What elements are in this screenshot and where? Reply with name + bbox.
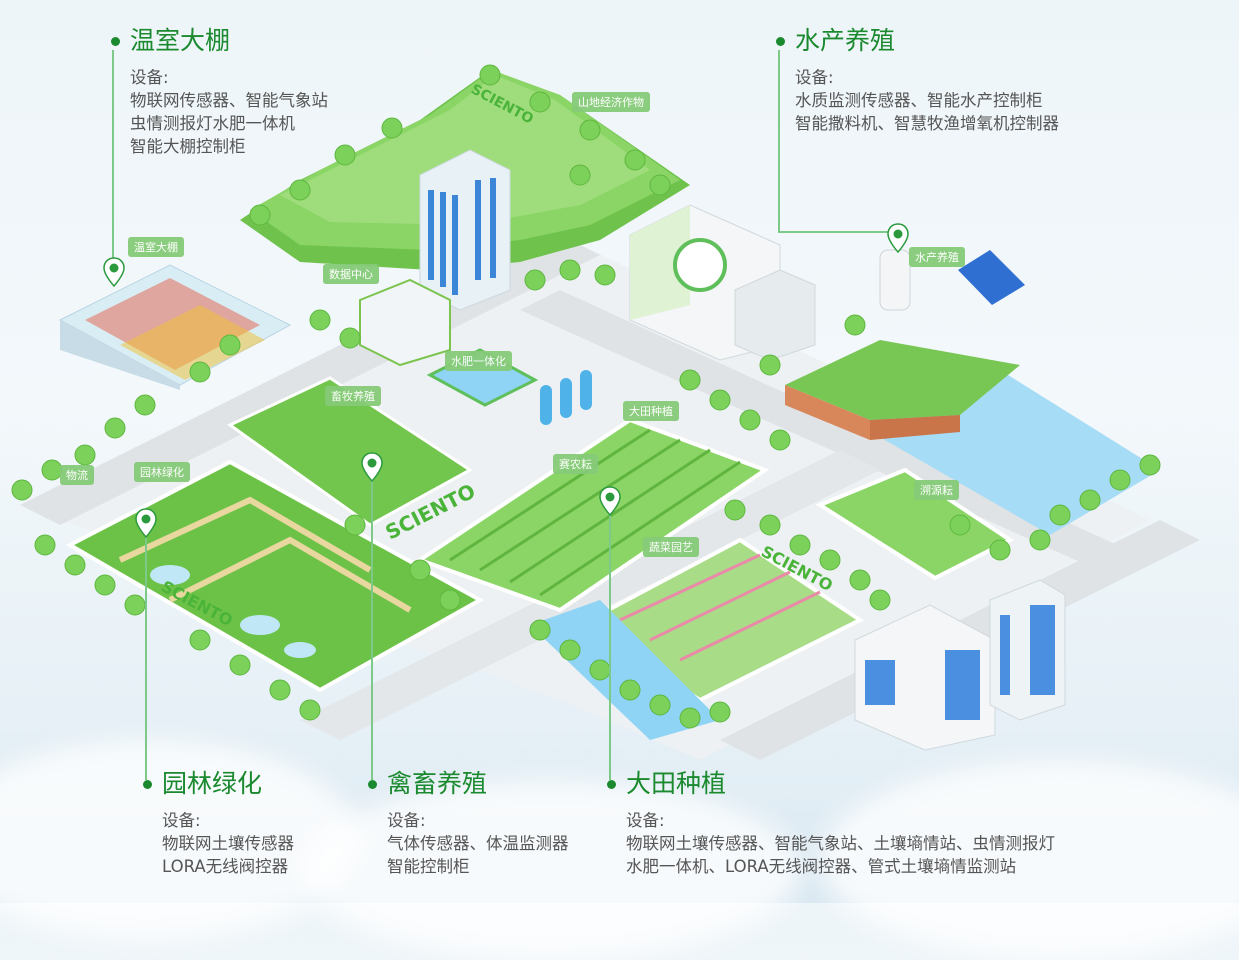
- info-field: 大田种植 设备: 物联网土壤传感器、智能气象站、土壤墒情站、虫情测报灯 水肥一体…: [607, 769, 1055, 878]
- equipment-line: 智能控制柜: [387, 857, 470, 876]
- water-tower: [879, 249, 911, 311]
- leader-line: [112, 50, 114, 265]
- bullet-dot: [776, 37, 785, 46]
- map-tag-aquaculture[interactable]: 水产养殖: [909, 247, 965, 267]
- section-title: 水产养殖: [795, 26, 896, 55]
- section-title: 禽畜养殖: [387, 769, 488, 798]
- river: [530, 600, 720, 740]
- equipment-label: 设备:: [795, 68, 834, 87]
- equipment-line: 虫情测报灯水肥一体机: [130, 114, 295, 133]
- trees: [11, 64, 1161, 729]
- aquaculture-platform: [785, 340, 1020, 420]
- road: [300, 450, 880, 740]
- data-center: [359, 278, 451, 367]
- equipment-line: 物联网土壤传感器、智能气象站、土壤墒情站、虫情测报灯: [626, 834, 1055, 853]
- equipment-label: 设备:: [626, 811, 665, 830]
- location-pin-icon[interactable]: [135, 508, 157, 538]
- section-title: 大田种植: [626, 769, 727, 798]
- map-tag-data-center[interactable]: 数据中心: [323, 264, 379, 284]
- map-tag-field[interactable]: 大田种植: [623, 401, 679, 421]
- bullet-dot: [111, 37, 120, 46]
- equipment-label: 设备:: [130, 68, 169, 87]
- equipment-line: LORA无线阀控器: [162, 857, 289, 876]
- map-tag-logistics[interactable]: 物流: [60, 465, 94, 485]
- location-pin-icon[interactable]: [361, 452, 383, 482]
- map-tag-greenhouse[interactable]: 温室大棚: [128, 237, 184, 257]
- map-tag-landscaping[interactable]: 园林绿化: [134, 462, 190, 482]
- info-landscaping: 园林绿化 设备: 物联网土壤传感器 LORA无线阀控器: [143, 769, 294, 878]
- road: [520, 290, 1150, 580]
- map-tag-sainong[interactable]: 赛农耘: [553, 454, 598, 474]
- smart-agriculture-illustration: SCIENTO SCIENTO SCIENTO SCIENTO: [11, 64, 1200, 760]
- bullet-dot: [368, 780, 377, 789]
- map-tag-fertigation[interactable]: 水肥一体化: [445, 351, 512, 371]
- leader-line: [609, 508, 611, 780]
- map-tag-livestock[interactable]: 畜牧养殖: [325, 386, 381, 406]
- equipment-line: 物联网土壤传感器: [162, 834, 294, 853]
- section-title: 园林绿化: [162, 769, 263, 798]
- equipment-label: 设备:: [162, 811, 201, 830]
- bullet-dot: [143, 780, 152, 789]
- equipment-line: 物联网传感器、智能气象站: [130, 91, 328, 110]
- info-livestock: 禽畜养殖 设备: 气体传感器、体温监测器 智能控制柜: [368, 769, 569, 878]
- map-tag-vegetables[interactable]: 蔬菜园艺: [643, 537, 699, 557]
- leader-line: [778, 50, 780, 232]
- section-title: 温室大棚: [130, 26, 231, 55]
- map-tag-traceability[interactable]: 溯源耘: [914, 480, 959, 500]
- equipment-line: 水肥一体机、LORA无线阀控器、管式土壤墒情监测站: [626, 857, 1017, 876]
- leader-line: [371, 476, 373, 780]
- info-greenhouse: 温室大棚 设备: 物联网传感器、智能气象站 虫情测报灯水肥一体机 智能大棚控制柜: [111, 26, 328, 158]
- map-tag-mountain[interactable]: 山地经济作物: [572, 92, 650, 112]
- equipment-line: 智能撒料机、智慧牧渔增氧机控制器: [795, 114, 1059, 133]
- leader-line: [145, 530, 147, 780]
- equipment-line: 智能大棚控制柜: [130, 137, 246, 156]
- info-aquaculture: 水产养殖 设备: 水质监测传感器、智能水产控制柜 智能撒料机、智慧牧渔增氧机控制…: [776, 26, 1059, 135]
- livestock-field: [227, 376, 473, 527]
- location-pin-icon[interactable]: [599, 486, 621, 516]
- equipment-line: 水质监测传感器、智能水产控制柜: [795, 91, 1043, 110]
- solar-panel: [958, 250, 1025, 305]
- leader-line: [778, 231, 892, 233]
- traceability-field: [815, 467, 1014, 581]
- location-pin-icon[interactable]: [103, 257, 125, 287]
- equipment-line: 气体传感器、体温监测器: [387, 834, 569, 853]
- equipment-label: 设备:: [387, 811, 426, 830]
- location-pin-icon[interactable]: [887, 223, 909, 253]
- bullet-dot: [607, 780, 616, 789]
- park: [65, 459, 485, 693]
